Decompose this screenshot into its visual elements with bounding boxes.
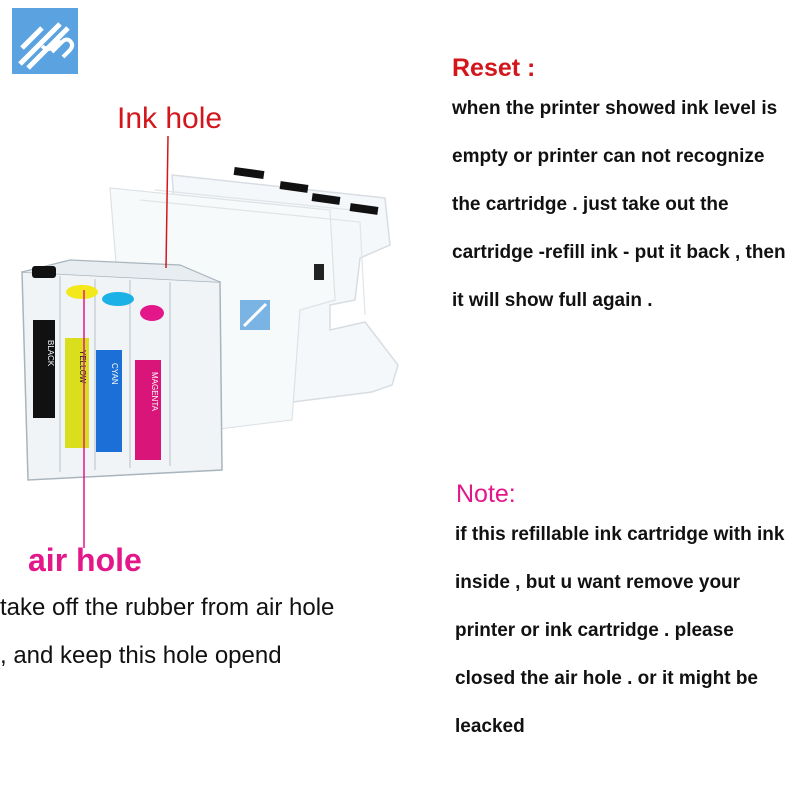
note-line-2: inside , but u want remove your xyxy=(455,572,741,593)
reset-line-2: empty or printer can not recognize xyxy=(452,146,765,167)
note-line-4: closed the air hole . or it might be xyxy=(455,668,758,689)
cyan-label xyxy=(96,350,122,452)
air-instruction-line-1: take off the rubber from air hole xyxy=(0,594,335,621)
reset-title: Reset : xyxy=(452,54,536,82)
note-line-1: if this refillable ink cartridge with in… xyxy=(455,524,785,545)
magenta-label xyxy=(135,360,161,460)
black-label xyxy=(33,320,55,418)
up-logo-icon xyxy=(12,8,78,74)
reset-line-1: when the printer showed ink level is xyxy=(452,98,778,119)
up-logo xyxy=(12,8,78,74)
air-hole-label: air hole xyxy=(28,542,142,578)
ink-hole-pointer xyxy=(165,135,169,269)
label-cyan: CYAN xyxy=(110,363,119,385)
reset-line-5: it will show full again . xyxy=(452,290,653,311)
note-title: Note: xyxy=(456,480,516,508)
reset-line-4: cartridge -refill ink - put it back , th… xyxy=(452,242,786,263)
label-black: BLACK xyxy=(46,340,55,367)
air-instruction-line-2: , and keep this hole opend xyxy=(0,642,282,669)
ink-hole-label: Ink hole xyxy=(117,102,223,135)
label-magenta: MAGENTA xyxy=(150,372,159,412)
reset-line-3: the cartridge . just take out the xyxy=(452,194,729,215)
yellow-label xyxy=(65,338,89,448)
label-yellow: YELLOW xyxy=(78,350,87,384)
note-line-5: leacked xyxy=(455,716,525,737)
note-line-3: printer or ink cartridge . please xyxy=(455,620,734,641)
